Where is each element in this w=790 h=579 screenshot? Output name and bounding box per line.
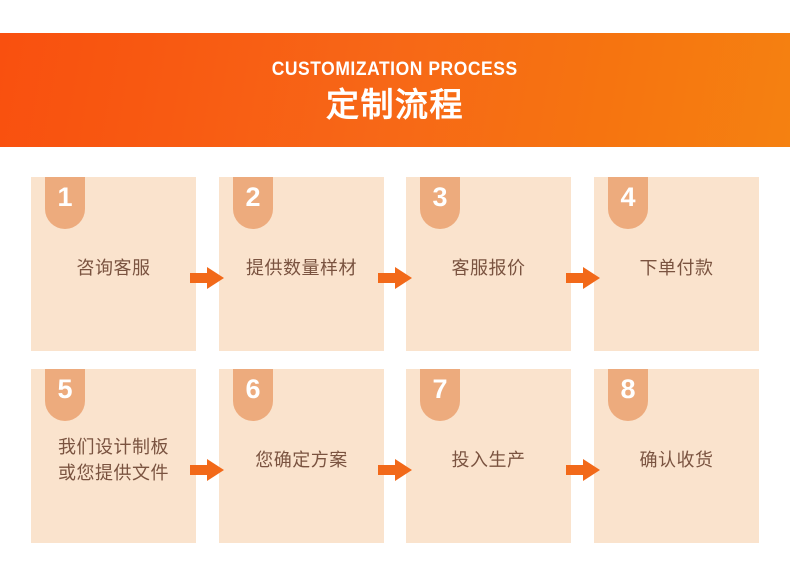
step-number-badge-1: 1 <box>45 177 85 229</box>
step-number-badge-8: 8 <box>608 369 648 421</box>
arrow-tail <box>190 273 209 283</box>
arrow-right-icon-3 <box>566 267 600 289</box>
arrow-tail <box>566 273 585 283</box>
step-label-5: 我们设计制板 或您提供文件 <box>58 436 169 483</box>
step-label-6: 您确定方案 <box>255 449 348 470</box>
step-number-badge-7: 7 <box>420 369 460 421</box>
step-label-8: 确认收货 <box>639 449 714 470</box>
step-number-badge-6: 6 <box>233 369 273 421</box>
arrow-right-icon-5 <box>378 459 412 481</box>
step-number-badge-5: 5 <box>45 369 85 421</box>
step-card-8[interactable]: 8 确认收货 <box>594 369 759 543</box>
step-number-badge-2: 2 <box>233 177 273 229</box>
step-label-2: 提供数量样材 <box>246 257 357 278</box>
arrow-head <box>207 459 224 481</box>
step-card-1[interactable]: 1 咨询客服 <box>31 177 196 351</box>
arrow-head <box>395 459 412 481</box>
step-label-7: 投入生产 <box>451 449 526 470</box>
step-card-2[interactable]: 2 提供数量样材 <box>219 177 384 351</box>
arrow-head <box>207 267 224 289</box>
step-card-3[interactable]: 3 客服报价 <box>406 177 571 351</box>
header-banner: CUSTOMIZATION PROCESS 定制流程 <box>0 33 790 147</box>
banner-subtitle: CUSTOMIZATION PROCESS <box>272 58 518 80</box>
step-card-5[interactable]: 5 我们设计制板 或您提供文件 <box>31 369 196 543</box>
step-card-6[interactable]: 6 您确定方案 <box>219 369 384 543</box>
arrow-head <box>583 267 600 289</box>
step-label-4: 下单付款 <box>639 257 714 278</box>
arrow-right-icon-2 <box>378 267 412 289</box>
arrow-right-icon-1 <box>190 267 224 289</box>
step-card-7[interactable]: 7 投入生产 <box>406 369 571 543</box>
arrow-tail <box>378 465 397 475</box>
arrow-tail <box>378 273 397 283</box>
step-number-badge-3: 3 <box>420 177 460 229</box>
step-number-badge-4: 4 <box>608 177 648 229</box>
step-label-1: 咨询客服 <box>76 257 151 278</box>
arrow-tail <box>190 465 209 475</box>
arrow-head <box>583 459 600 481</box>
arrow-head <box>395 267 412 289</box>
arrow-right-icon-6 <box>566 459 600 481</box>
arrow-right-icon-4 <box>190 459 224 481</box>
step-card-4[interactable]: 4 下单付款 <box>594 177 759 351</box>
banner-title: 定制流程 <box>326 85 464 123</box>
arrow-tail <box>566 465 585 475</box>
step-label-3: 客服报价 <box>451 257 526 278</box>
